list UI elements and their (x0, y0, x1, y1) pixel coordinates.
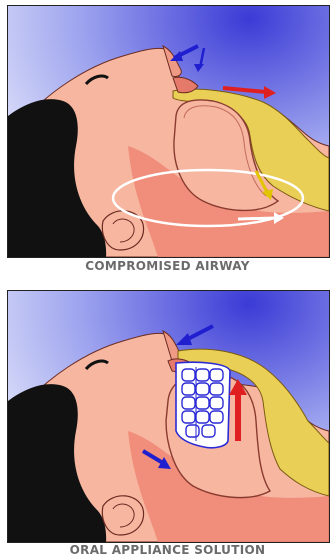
ear (102, 496, 143, 535)
compromised-airway-illustration (8, 6, 329, 257)
caption-compromised-airway: COMPROMISED AIRWAY (0, 259, 335, 273)
teeth-appliance-icon (176, 362, 230, 447)
caption-oral-appliance-solution: ORAL APPLIANCE SOLUTION (0, 543, 335, 557)
oral-appliance-illustration (8, 291, 329, 542)
oral-appliance-panel (7, 290, 330, 543)
compromised-airway-panel (7, 5, 330, 258)
